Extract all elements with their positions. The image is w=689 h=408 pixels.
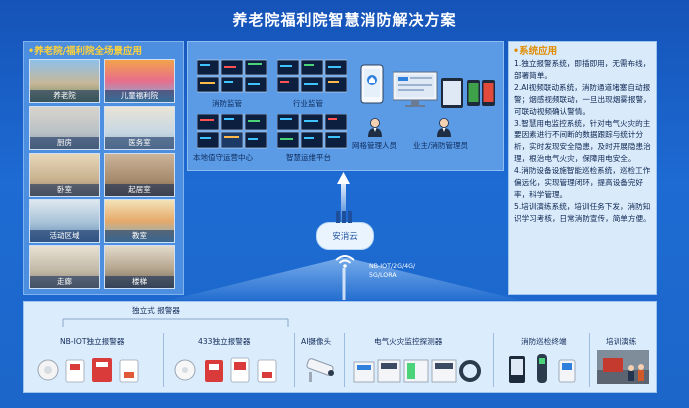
patrol-terminal-devices <box>509 354 576 383</box>
network-protocols-line: NB-IOT/2G/4G/ <box>369 263 416 270</box>
system-application-item: 5.培训演练系统，培训任务下发，消防知识学习考核，日常消防宣传，简单方便。 <box>514 201 651 223</box>
scene-label: 厨房 <box>30 137 99 149</box>
scene-tile-classroom: 教室 <box>104 199 175 243</box>
scene-tile-living-room: 起居室 <box>104 153 175 197</box>
system-applications-text: 1.独立报警系统，即插即用，无需布线，部署简单。 2.AI视频联动系统，消防通道… <box>514 58 653 225</box>
network-protocols: NB-IOT/2G/4G/ 5G/LORA <box>369 262 415 280</box>
scene-tile-nursing-home: 养老院 <box>29 59 100 103</box>
scene-tile-corridor: 走廊 <box>29 245 100 289</box>
divider <box>493 333 494 387</box>
server-bars-icon <box>336 211 352 223</box>
wireless-signal-icon <box>335 255 355 268</box>
divider <box>163 333 164 387</box>
network-protocols-line: 5G/LORA <box>369 272 397 279</box>
mobile-app-phone <box>360 64 384 104</box>
device-group-label: AI摄像头 <box>301 337 332 346</box>
scene-label: 养老院 <box>30 90 99 102</box>
system-application-item: 1.独立报警系统，即插即用，无需布线，部署简单。 <box>514 59 651 80</box>
page-title: 养老院福利院智慧消防解决方案 <box>232 11 457 29</box>
433-alarms-devices <box>174 357 277 383</box>
platform-label: 本地值守运营中心 <box>193 153 253 162</box>
system-applications-title: •系统应用 <box>513 46 558 57</box>
divider <box>589 333 590 387</box>
scene-tile-clinic: 医务室 <box>104 106 175 150</box>
device-group-label: 培训演练 <box>606 337 637 346</box>
industry-supervision-screens <box>277 59 347 93</box>
platform-label: 业主/消防管理员 <box>413 141 469 150</box>
scene-label: 起居室 <box>105 184 174 196</box>
client-terminals <box>393 71 495 108</box>
platform-label: 行业监管 <box>293 99 323 108</box>
scene-tile-bedroom: 卧室 <box>29 153 100 197</box>
platform-label: 网格管理人员 <box>352 141 397 150</box>
local-operations-center-screens <box>197 114 267 149</box>
scene-label: 儿童福利院 <box>105 90 174 102</box>
scenario-panel-title: •养老院/福利院全场景应用 <box>28 46 143 57</box>
electrical-fire-detectors-devices <box>353 359 481 383</box>
divider <box>344 333 345 387</box>
cloud-label: 安消云 <box>332 232 358 242</box>
scene-label: 楼梯 <box>105 276 174 288</box>
scene-tile-activity-area: 活动区域 <box>29 199 100 243</box>
scene-label: 教室 <box>105 230 174 242</box>
divider <box>294 333 295 387</box>
up-arrow-icon <box>337 172 350 184</box>
scene-label: 卧室 <box>30 184 99 196</box>
scene-tile-childrens-home: 儿童福利院 <box>104 59 175 103</box>
device-bracket-lines <box>62 318 289 327</box>
system-application-item: 4.消防设备设施智能巡检系统，巡检工作偏远化，实现管理闭环，提高设备完好率，科学… <box>514 166 651 199</box>
system-application-item: 3.智慧用电监控系统，针对电气火灾的主要因素进行不间断的数据跟踪与统计分析，实时… <box>514 118 651 164</box>
device-group-label: NB-IOT独立报警器 <box>60 337 125 346</box>
grid-manager-person-icon <box>368 118 382 137</box>
device-group-label: 433独立报警器 <box>198 337 251 346</box>
scene-label: 医务室 <box>105 137 174 149</box>
system-applications-panel: •系统应用 1.独立报警系统，即插即用，无需布线，部署简单。 2.AI视频联动系… <box>508 41 657 295</box>
training-drill-photo <box>597 350 649 384</box>
fire-supervision-screens <box>197 59 267 93</box>
device-group-label: 消防巡检终端 <box>521 337 567 346</box>
devices-panel-header: 独立式 报警器 <box>132 306 180 315</box>
nb-iot-alarms-devices <box>37 358 139 383</box>
scene-tile-stairs: 楼梯 <box>104 245 175 289</box>
system-application-item: 2.AI视频联动系统，消防通道堵塞自动报警；烟感视频联动，一旦出现烟雾报警，可联… <box>514 82 651 116</box>
platform-label: 消防监管 <box>212 99 242 108</box>
smart-maintenance-screens <box>277 114 347 149</box>
scene-tile-kitchen: 厨房 <box>29 106 100 150</box>
device-group-label: 电气火灾监控探测器 <box>374 337 443 346</box>
cloud-service: 安消云 <box>316 222 374 250</box>
ai-camera-device <box>306 358 334 382</box>
scene-label: 活动区域 <box>30 230 99 242</box>
platform-label: 智慧运维平台 <box>286 153 331 162</box>
scene-label: 走廊 <box>30 276 99 288</box>
owner-fire-admin-person-icon <box>437 118 451 137</box>
